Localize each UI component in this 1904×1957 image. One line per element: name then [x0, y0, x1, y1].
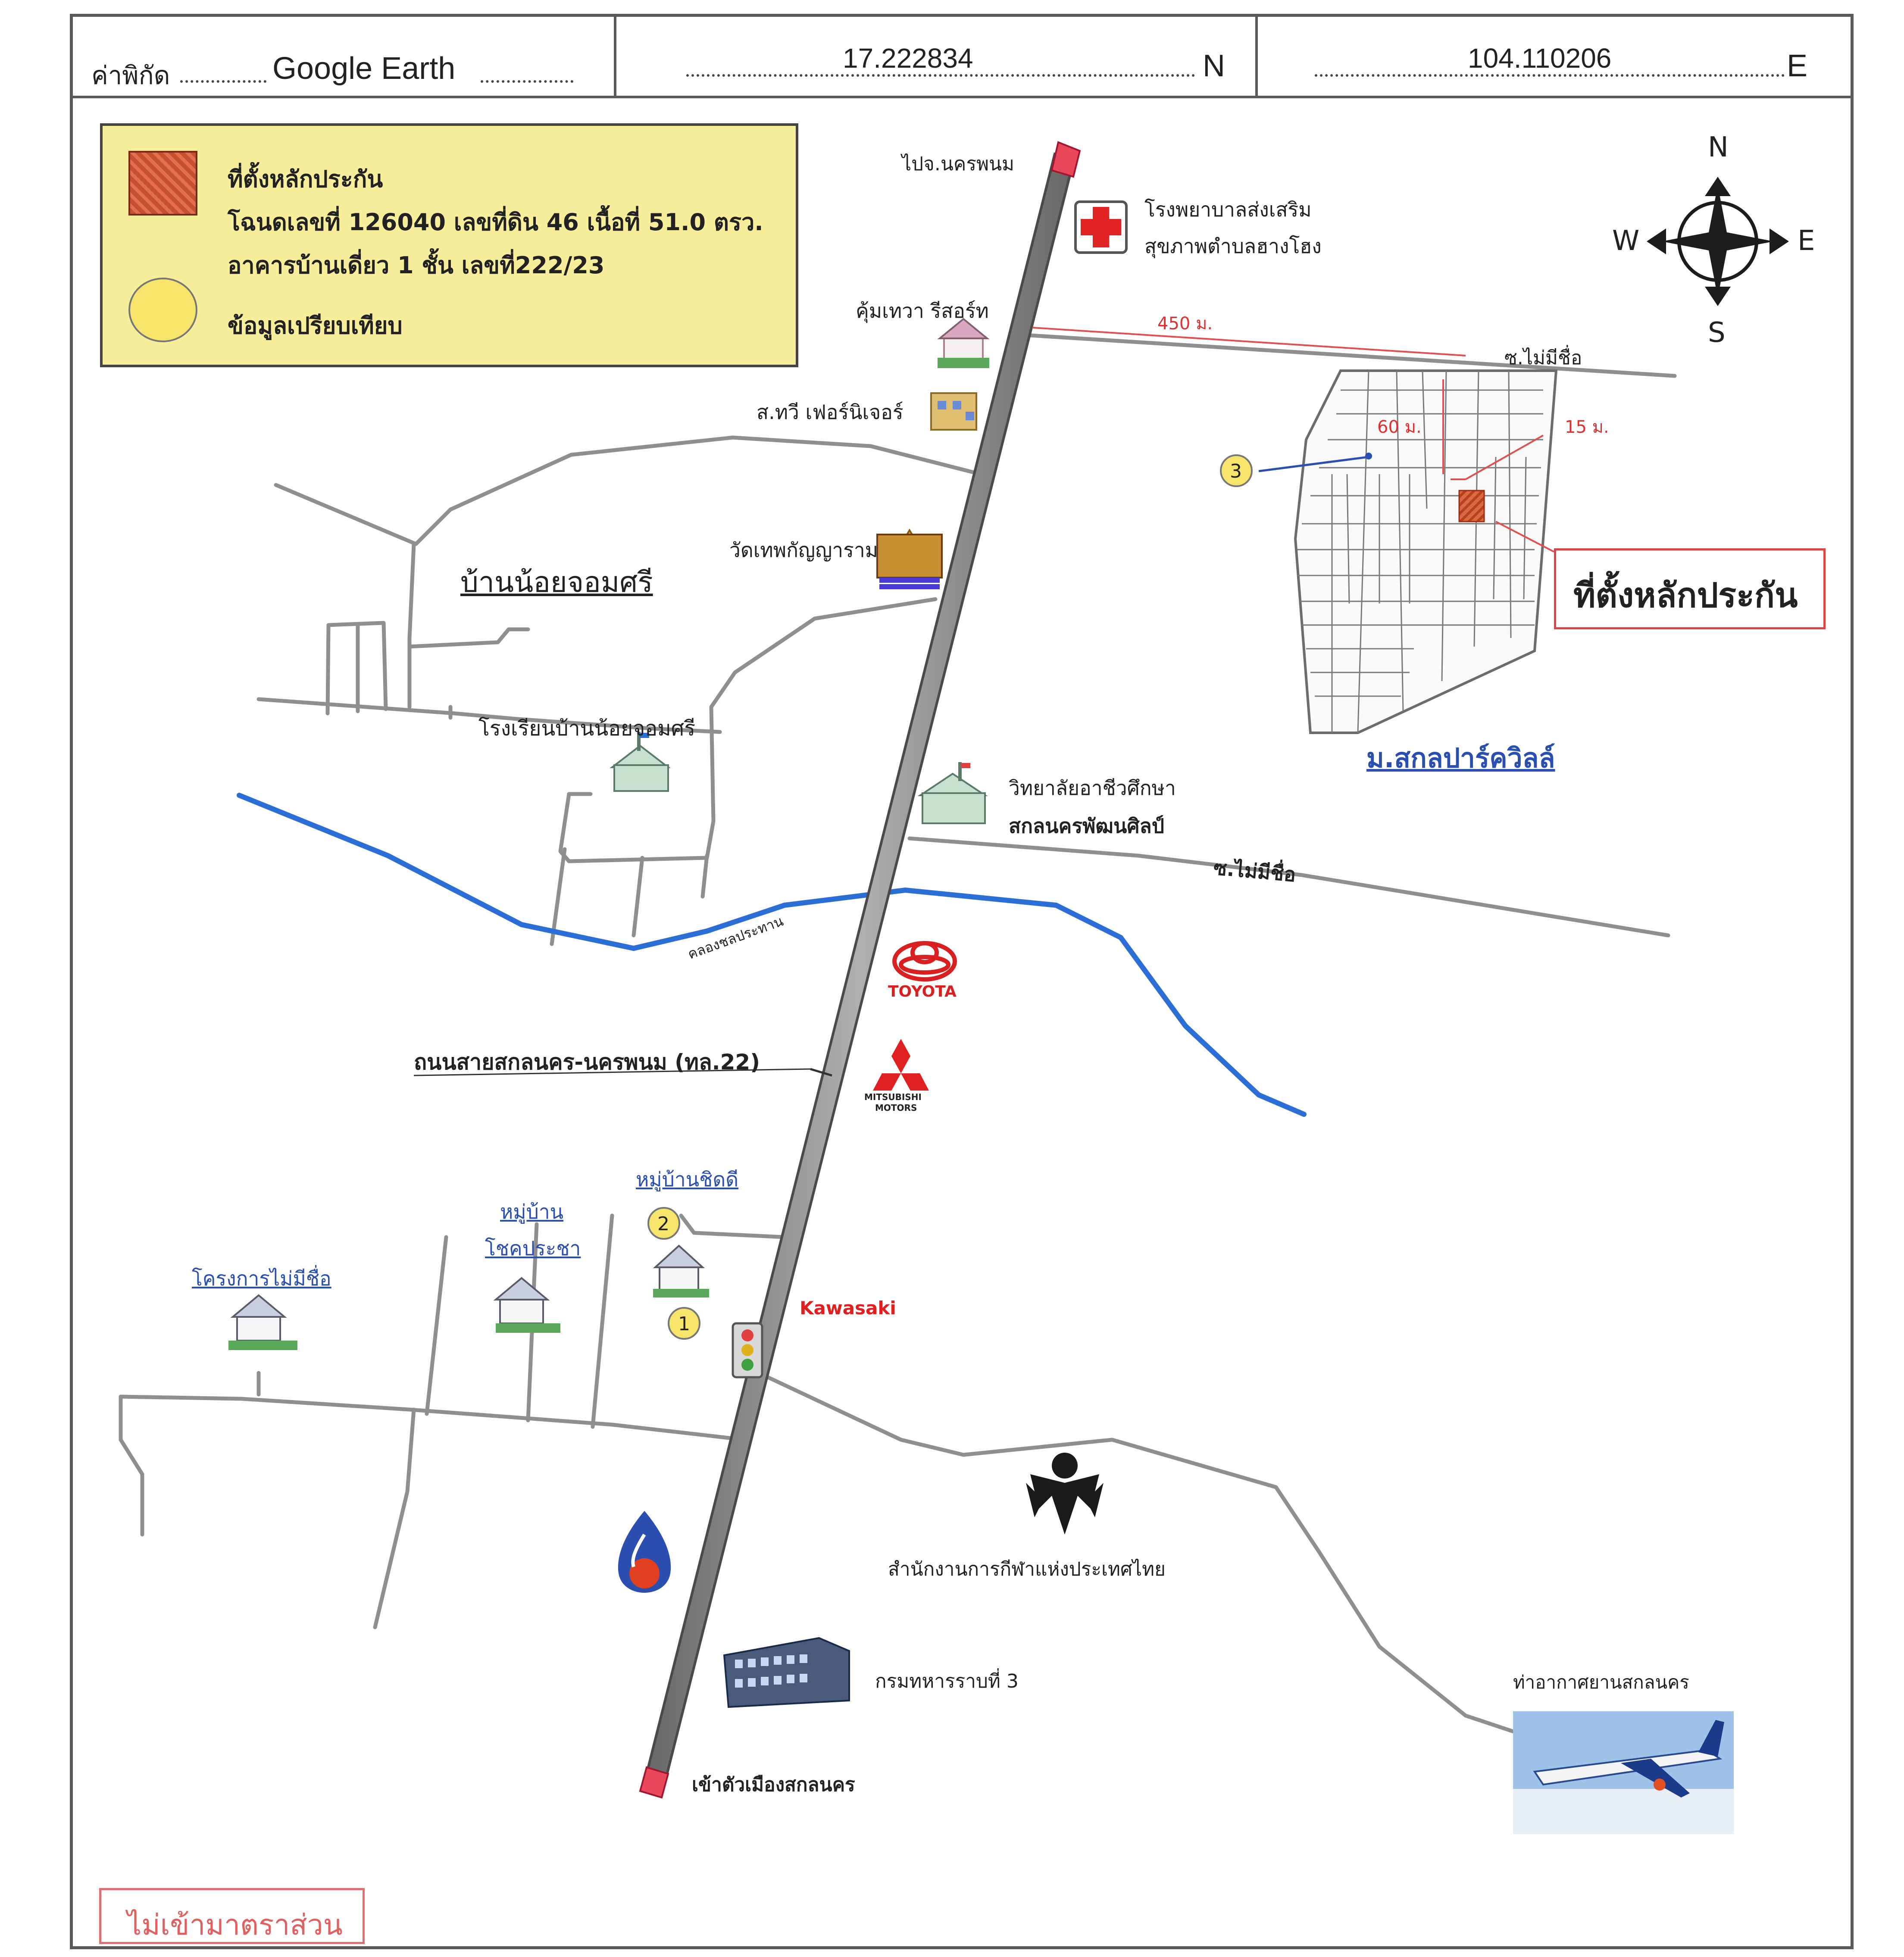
map-frame	[70, 14, 1854, 1949]
compass-south: S	[1708, 317, 1726, 349]
label-sports-authority: สำนักงานการกีฬาแห่งประเทศไทย	[888, 1558, 1166, 1580]
compass-north: N	[1708, 131, 1729, 163]
traffic-light-icon	[732, 1322, 763, 1379]
label-dist-450: 450 ม.	[1157, 314, 1213, 334]
airplane-photo	[1513, 1711, 1734, 1834]
label-village-noi: บ้านน้อยจอมศรี	[460, 566, 653, 599]
longitude-suffix: E	[1787, 49, 1808, 83]
college-icon	[917, 762, 988, 824]
label-dist-15: 15 ม.	[1565, 417, 1609, 437]
temple-icon	[876, 528, 943, 589]
highway-22	[639, 141, 1081, 1799]
collateral-callout: ที่ตั้งหลักประกัน	[1554, 548, 1826, 629]
label-college-2: สกลนครพัฒนศิลป์	[1009, 814, 1164, 838]
legend-comparison-swatch	[128, 278, 197, 342]
subdivision-lots	[1297, 370, 1543, 733]
coord-label: ค่าพิกัด	[91, 62, 170, 90]
label-village-chiddee: หมู่บ้านชิดดี	[636, 1168, 739, 1191]
label-kawasaki: Kawasaki	[800, 1297, 896, 1319]
toyota-logo	[892, 941, 957, 982]
legend-comparison: ข้อมูลเปรียบเทียบ	[228, 312, 403, 339]
label-hospital-1: โรงพยาบาลส่งเสริม	[1144, 198, 1312, 221]
north-arrow-head	[1050, 141, 1081, 178]
label-project-unnamed: โครงการไม่มีชื่อ	[192, 1267, 331, 1290]
label-highway: ถนนสายสกลนคร-นครพนม (ทล.22)	[414, 1050, 760, 1075]
label-army: กรมทหารราบที่ 3	[875, 1670, 1019, 1692]
comparison-markers	[647, 454, 1253, 1340]
map-legend: ที่ตั้งหลักประกัน โฉนดเลขที่ 126040 เลขท…	[100, 123, 798, 367]
hospital-icon	[1074, 200, 1128, 254]
legend-plot-swatch	[128, 151, 197, 216]
label-village-chokprasa-1: หมู่บ้าน	[500, 1200, 564, 1223]
label-college-1: วิทยาลัยอาชีวศึกษา	[1009, 776, 1176, 800]
label-to-city: เข้าตัวเมืองสกลนคร	[692, 1774, 855, 1796]
collateral-plot	[1458, 490, 1485, 522]
label-furniture: ส.ทวี เฟอร์นิเจอร์	[757, 400, 904, 424]
garuda-emblem	[1026, 1453, 1104, 1535]
school-icon	[610, 732, 671, 792]
legend-building-detail: อาคารบ้านเดี่ยว 1 ชั้น เลขที่222/23	[228, 252, 605, 279]
legend-plot-detail: โฉนดเลขที่ 126040 เลขที่ดิน 46 เนื้อที่ …	[228, 209, 763, 236]
label-toyota: TOYOTA	[888, 983, 957, 1000]
header-divider	[70, 96, 1854, 98]
label-dist-60: 60 ม.	[1377, 417, 1422, 437]
dimension-lines	[1032, 327, 1554, 553]
label-mitsubishi-1: MITSUBISHI	[864, 1092, 922, 1102]
marker-3: 3	[1230, 460, 1242, 482]
irrigation-canal	[237, 793, 1307, 1117]
south-arrow-head	[639, 1766, 669, 1799]
label-resort: คุ้มเทวา รีสอร์ท	[856, 299, 989, 322]
subdivision-plots	[1294, 369, 1558, 734]
marker-1: 1	[678, 1313, 690, 1335]
label-collateral: ที่ตั้งหลักประกัน	[1573, 576, 1798, 615]
label-subdivision: ม.สกลปาร์ควิลล์	[1366, 742, 1555, 774]
label-soi-1: ซ.ไม่มีชื่อ	[1504, 347, 1582, 369]
label-airport: ท่าอากาศยานสกลนคร	[1513, 1672, 1689, 1693]
marker-2: 2	[657, 1213, 669, 1235]
compass-east: E	[1798, 225, 1815, 257]
village-house-icons	[228, 1244, 709, 1350]
label-temple: วัดเทพกัญญาราม	[729, 538, 878, 562]
label-school: โรงเรียนบ้านน้อยจอมศรี	[478, 716, 695, 741]
resort-icon	[937, 318, 990, 368]
gas-station-icon	[618, 1511, 671, 1593]
label-hospital-2: สุขภาพตำบลฮางโฮง	[1144, 234, 1322, 258]
longitude-value: 104.110206	[1468, 43, 1612, 74]
label-to-nakhon-phanom: ไปจ.นครพนม	[902, 153, 1015, 175]
legend-plot-title: ที่ตั้งหลักประกัน	[228, 166, 383, 193]
label-village-chokprasa-2: โชคประชา	[485, 1237, 581, 1260]
compass-rose	[1647, 177, 1789, 306]
coordinate-header	[70, 14, 1854, 96]
army-building-icon	[723, 1637, 850, 1708]
latitude-suffix: N	[1203, 49, 1225, 83]
label-mitsubishi-2: MOTORS	[875, 1103, 917, 1113]
mitsubishi-logo	[873, 1039, 929, 1091]
compass-west: W	[1612, 225, 1640, 257]
latitude-value: 17.222834	[843, 43, 973, 74]
furniture-icon	[930, 392, 977, 431]
not-to-scale-note: ไม่เข้ามาตราส่วน	[99, 1888, 365, 1944]
coord-source: Google Earth	[272, 51, 456, 86]
not-to-scale-text: ไม่เข้ามาตราส่วน	[127, 1908, 343, 1941]
